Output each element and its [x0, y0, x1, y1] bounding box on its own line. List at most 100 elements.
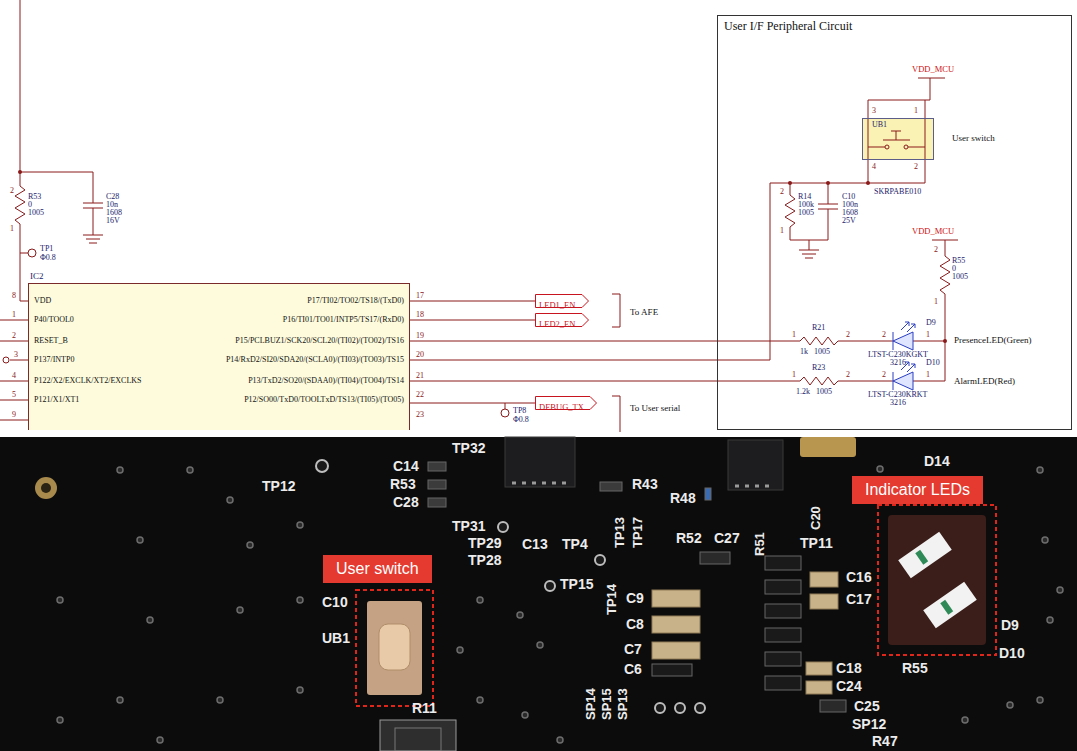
- component-label: R14: [798, 192, 811, 201]
- net-flag: LED2_EN: [535, 313, 589, 327]
- silkscreen-label: UB1: [322, 630, 350, 646]
- led-symbol: [893, 372, 894, 390]
- note-text: To User serial: [630, 403, 680, 413]
- note-text: PresenceLED(Green): [954, 335, 1031, 345]
- via: [877, 466, 883, 472]
- pin-number: 8: [12, 291, 16, 300]
- pin-name: P121/X1/XT1: [34, 395, 79, 405]
- pin-name: P17/TI02/TO02/TS18/(TxD0): [307, 296, 404, 306]
- via: [457, 647, 463, 653]
- silkscreen-label: TP17: [630, 517, 645, 548]
- part-reference: UB1: [872, 120, 887, 129]
- silkscreen-label: TP29: [468, 535, 501, 551]
- pin-number: 1: [926, 370, 930, 379]
- led-photo: [898, 532, 952, 579]
- component-label: 1005: [798, 208, 814, 217]
- smd-part: [428, 480, 446, 489]
- component-label: R21: [812, 323, 825, 332]
- switch-contact: [868, 119, 925, 159]
- via: [297, 522, 303, 528]
- component-label: TP8: [513, 406, 526, 415]
- via: [1037, 467, 1043, 473]
- silkscreen-label: TP15: [560, 576, 593, 592]
- pin-number: 23: [416, 410, 424, 419]
- silkscreen-label: C9: [626, 590, 644, 606]
- via: [1042, 537, 1048, 543]
- pin-name: P137/INTP0: [34, 355, 74, 365]
- silkscreen-label: C16: [846, 569, 872, 585]
- smd-part: [428, 498, 446, 507]
- silkscreen-label: C18: [836, 660, 862, 676]
- smd-part: [765, 652, 801, 666]
- component-label: 3216: [890, 398, 906, 407]
- ic-package: [505, 437, 575, 487]
- switch-contact: [904, 145, 908, 149]
- wire-connector: [410, 160, 868, 360]
- smd-part: [810, 572, 838, 587]
- via: [1047, 617, 1053, 623]
- silkscreen-label: TP12: [262, 478, 295, 494]
- schematic-wire: [913, 341, 945, 381]
- silkscreen-label: R52: [676, 530, 702, 546]
- test-point: [501, 409, 509, 417]
- schematic-wire: [505, 403, 506, 409]
- pin-number: 9: [12, 410, 16, 419]
- via: [137, 537, 143, 543]
- pin-name: P13/TxD2/SO20/(SDAA0)/(TI04)/(TO04)/TS14: [248, 376, 404, 386]
- schematic-wire: [785, 183, 838, 258]
- switch-contact: [885, 145, 889, 149]
- note-text: AlarmLED(Red): [954, 376, 1015, 386]
- pin-number: 1: [12, 310, 16, 319]
- wire-connector: [410, 301, 535, 302]
- component-label: 25V: [842, 216, 856, 225]
- component-label: 1005: [816, 387, 832, 396]
- silkscreen-label: SP14: [583, 688, 598, 720]
- component-label: 10n: [106, 200, 118, 209]
- smd-part: [705, 488, 711, 500]
- led-symbol: [893, 372, 913, 390]
- via: [1037, 697, 1043, 703]
- via: [297, 597, 303, 603]
- pcb-photo: [0, 437, 1077, 751]
- silkscreen-label: C20: [808, 506, 823, 530]
- silkscreen-label: D14: [924, 453, 950, 469]
- smd-part: [765, 580, 801, 594]
- pin-number: 2: [882, 370, 886, 379]
- pin-number: 2: [846, 370, 850, 379]
- pin-number: 3: [872, 106, 876, 115]
- switch-photo: [367, 601, 422, 695]
- pin-name: RESET_B: [34, 336, 68, 346]
- led-photo: [923, 582, 977, 629]
- pcb-photo: [35, 477, 57, 499]
- component-label: Φ0.8: [513, 415, 529, 424]
- via: [247, 542, 253, 548]
- via: [117, 467, 123, 473]
- power-net-label: VDD_MCU: [912, 64, 954, 74]
- silkscreen-label: C14: [393, 458, 419, 474]
- pin-number: 4: [12, 371, 16, 380]
- smd-part: [652, 664, 692, 676]
- smd-part: [700, 552, 730, 564]
- pin-number: 2: [846, 330, 850, 339]
- circuit-region: User I/F Peripheral CircuitUB1: [717, 15, 1072, 430]
- component-label: Φ0.8: [40, 253, 56, 262]
- wire-connector: [410, 320, 535, 321]
- smd-part: [652, 616, 700, 633]
- via: [57, 597, 63, 603]
- test-pad: [316, 460, 328, 472]
- component-label: D10: [926, 358, 940, 367]
- pin-number: 20: [416, 350, 424, 359]
- test-pad: [498, 522, 508, 532]
- pcb-photo: [41, 483, 51, 493]
- pin-number: 1: [780, 226, 784, 235]
- smd-part: [806, 662, 832, 675]
- smd-part: [600, 482, 622, 491]
- via: [962, 717, 968, 723]
- component-label: SKRPABE010: [874, 187, 921, 196]
- schematic-wire: [0, 320, 28, 420]
- component-label: 100n: [842, 200, 858, 209]
- schematic-wire: [20, 253, 28, 254]
- large-part: [380, 720, 456, 751]
- silkscreen-label: D9: [1001, 617, 1019, 633]
- silkscreen-label: TP11: [800, 535, 833, 551]
